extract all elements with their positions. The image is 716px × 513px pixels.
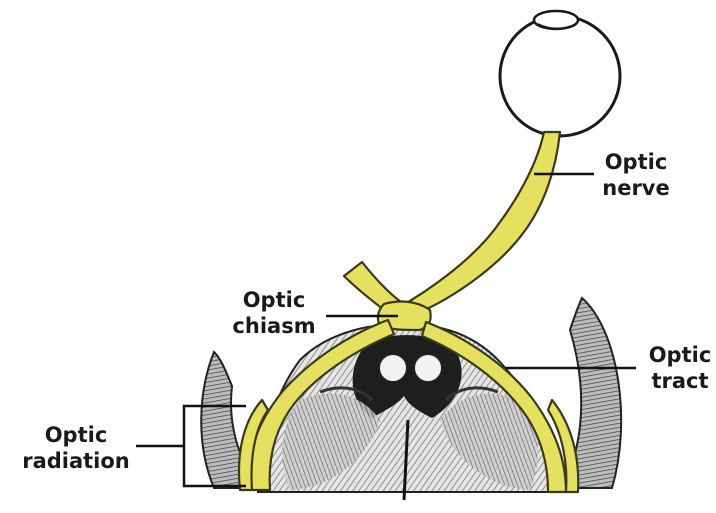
- label-optic-nerve: Optic nerve: [596, 149, 676, 201]
- label-optic-tract-line-1: Optic: [640, 342, 716, 368]
- label-optic-chiasm: Optic chiasm: [226, 287, 322, 339]
- label-optic-chiasm-line-1: Optic: [226, 287, 322, 313]
- label-optic-radiation-line-1: Optic: [20, 422, 132, 448]
- label-optic-radiation-line-2: radiation: [20, 448, 132, 474]
- mammillary-body-left: [379, 354, 407, 382]
- label-optic-tract: Optic tract: [640, 342, 716, 394]
- label-optic-radiation: Optic radiation: [20, 422, 132, 474]
- label-optic-nerve-line-1: Optic: [596, 149, 676, 175]
- label-optic-chiasm-line-2: chiasm: [226, 313, 322, 339]
- eyeball: [500, 16, 620, 136]
- optic-nerve-shape: [398, 132, 560, 312]
- label-optic-nerve-line-2: nerve: [596, 175, 676, 201]
- mammillary-body-right: [414, 354, 442, 382]
- label-optic-tract-line-2: tract: [640, 368, 716, 394]
